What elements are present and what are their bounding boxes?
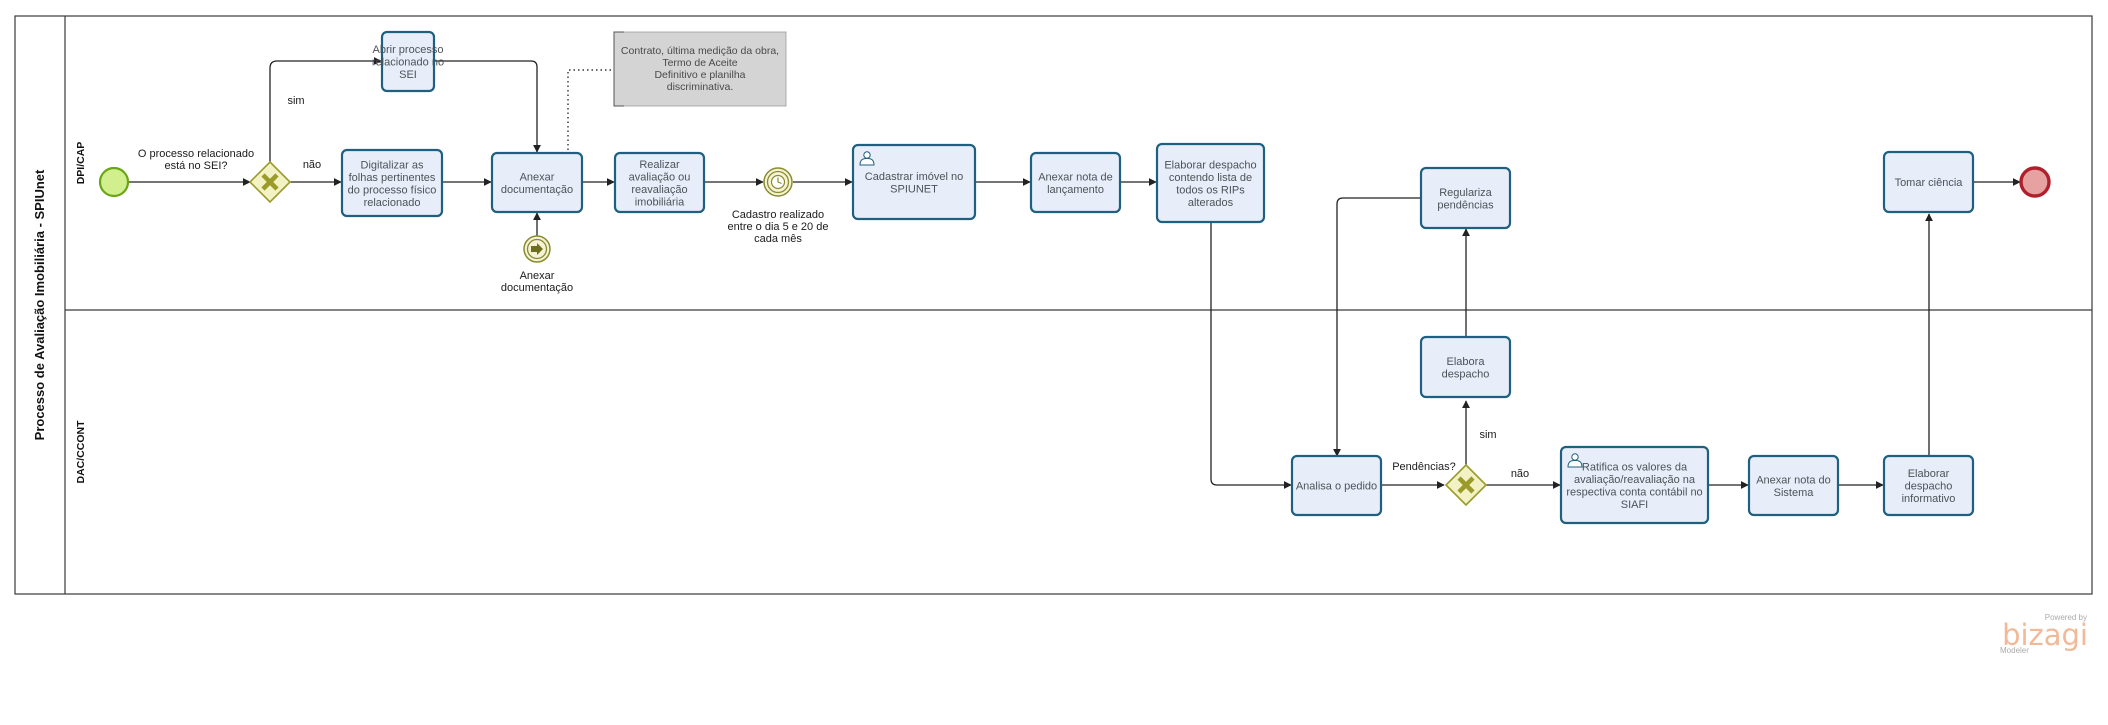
task-label-line: Anexar nota do <box>1756 474 1831 486</box>
task-label-line: Elabora <box>1447 356 1486 368</box>
task-label-line: Elaborar <box>1908 468 1950 480</box>
gateway-pendencias-question: Pendências? <box>1392 461 1456 473</box>
task-tomar[interactable]: Tomar ciência <box>1882 150 1975 214</box>
task-label-line: Elaborar despacho <box>1164 159 1256 171</box>
task-label-line: Regulariza <box>1439 187 1492 199</box>
start-event[interactable] <box>98 166 130 198</box>
text-annotation: Contrato, última medição da obra, Termo … <box>613 31 787 107</box>
task-label-line: Abrir processo <box>373 44 444 56</box>
lane-label-dpi: DPI/CAP <box>75 142 87 185</box>
task-analisa[interactable]: Analisa o pedido <box>1290 454 1383 517</box>
task-label-line: imobiliária <box>635 196 685 208</box>
task-label-line: despacho <box>1905 481 1953 493</box>
task-label-line: informativo <box>1902 493 1956 505</box>
flow-gateway1-sim <box>269 57 382 162</box>
task-label-line: Ratifica os valores da <box>1582 461 1688 473</box>
flow-elaborar-analisa <box>1210 222 1292 489</box>
powered-by-text: Powered by <box>2045 613 2087 622</box>
task-label-line: todos os RIPs <box>1176 184 1245 196</box>
message-event-label-line-2: documentação <box>501 282 573 294</box>
task-label-line: Analisa o pedido <box>1296 481 1377 493</box>
message-event-label-line-1: Anexar <box>520 270 555 282</box>
timer-event-label-line-2: entre o dia 5 e 20 de <box>728 221 829 233</box>
task-label-line: do processo físico <box>348 184 437 196</box>
task-label-line: SEI <box>399 69 417 81</box>
annotation-line-2: Termo de Aceite <box>662 57 737 69</box>
lane-label-dac: DAC/CCONT <box>75 420 87 484</box>
timer-event[interactable] <box>763 167 793 197</box>
gateway-pendencias-yes-label: sim <box>1479 429 1496 441</box>
bizagi-branding: Powered by bizagi Modeler <box>2000 613 2088 655</box>
message-event[interactable] <box>523 235 551 263</box>
task-ratifica[interactable]: Ratifica os valores daavaliação/reavalia… <box>1559 445 1710 525</box>
task-label-line: despacho <box>1442 368 1490 380</box>
sequence-flows <box>129 57 2021 489</box>
user-icon <box>859 151 875 166</box>
timer-event-label-line-3: cada mês <box>754 233 802 245</box>
task-label-line: respectiva conta contábil no <box>1566 486 1702 498</box>
task-label-line: lançamento <box>1047 184 1104 196</box>
pool: Processo de Avaliação Imobiliária - SPIU… <box>14 15 2093 595</box>
task-label-line: SPIUNET <box>890 183 938 195</box>
flow-regulariza-analisa <box>1333 197 1420 457</box>
task-label-line: Realizar <box>639 159 680 171</box>
task-label-line: alterados <box>1188 197 1234 209</box>
end-event[interactable] <box>2019 166 2051 198</box>
annotation-line-4: discriminativa. <box>667 81 734 93</box>
message-arrow-icon <box>531 243 543 255</box>
gateway-sei-yes-label: sim <box>287 95 304 107</box>
pool-title: Processo de Avaliação Imobiliária - SPIU… <box>32 169 47 440</box>
task-label-line: avaliação ou <box>629 171 691 183</box>
bizagi-logo: bizagi <box>2002 618 2088 652</box>
task-label-line: Tomar ciência <box>1895 177 1964 189</box>
annotation-line-1: Contrato, última medição da obra, <box>621 45 779 57</box>
task-label-line: folhas pertinentes <box>349 172 436 184</box>
timer-event-label-line-1: Cadastro realizado <box>732 209 824 221</box>
user-icon <box>1567 453 1583 468</box>
task-label-line: Anexar nota de <box>1038 171 1113 183</box>
task-label-line: Anexar <box>520 171 555 183</box>
task-label-line: avaliação/reavaliação na <box>1574 474 1696 486</box>
gateway-pendencias[interactable] <box>1444 463 1488 507</box>
task-label-line: relacionado <box>364 197 421 209</box>
task-label-line: SIAFI <box>1621 499 1649 511</box>
gateway-sei-question-line-1: O processo relacionado <box>138 148 254 160</box>
task-label-line: Digitalizar as <box>361 159 424 171</box>
task-label-line: contendo lista de <box>1169 172 1252 184</box>
task-label-line: reavaliação <box>631 184 687 196</box>
modeler-text: Modeler <box>2000 646 2029 655</box>
gateway-sei-no-label: não <box>303 159 321 171</box>
gateway-sei[interactable] <box>248 160 292 204</box>
flow-abrir-anexar <box>433 60 541 153</box>
gateway-sei-question-line-2: está no SEI? <box>165 160 228 172</box>
annotation-line-3: Definitivo e planilha <box>654 69 745 81</box>
task-label-line: relacionado no <box>372 57 444 69</box>
gateway-pendencias-no-label: não <box>1511 468 1529 480</box>
task-label-line: documentação <box>501 184 573 196</box>
task-label-line: Cadastrar imóvel no <box>865 171 963 183</box>
task-label-line: pendências <box>1437 199 1494 211</box>
task-label-line: Sistema <box>1774 487 1815 499</box>
